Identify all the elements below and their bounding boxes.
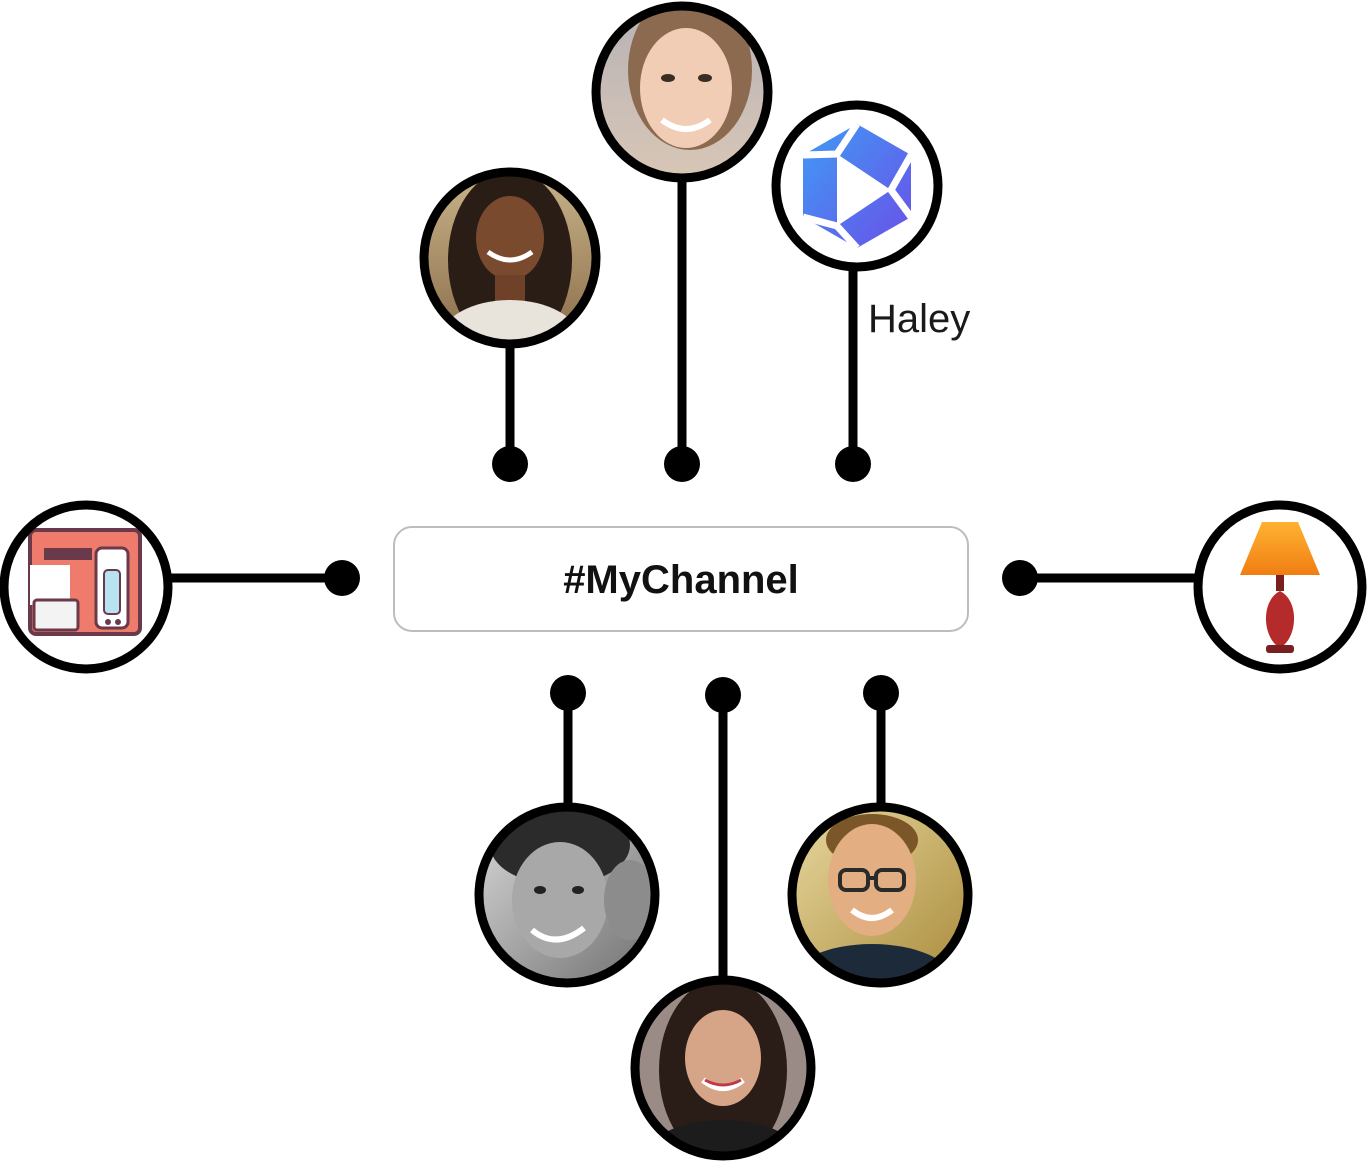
device-lamp[interactable]: [1193, 500, 1367, 674]
device-coffee-machine[interactable]: [0, 500, 173, 674]
coffee-machine-icon: [28, 528, 142, 636]
dot-man-bw: [550, 675, 586, 711]
dot-lamp: [1002, 560, 1038, 596]
connector-dots: [324, 446, 1038, 713]
lamp-icon: [1240, 522, 1320, 653]
channel-label: #MyChannel: [563, 558, 799, 602]
avatar-woman-braids[interactable]: [419, 167, 601, 380]
dot-man-glasses: [863, 675, 899, 711]
connectors: [168, 178, 1198, 980]
avatar-woman-top[interactable]: [591, 0, 773, 183]
avatar-bot-haley[interactable]: [771, 100, 943, 272]
dot-bot-haley: [835, 446, 871, 482]
avatar-woman-bottom[interactable]: [630, 975, 816, 1164]
bot-name-label: Haley: [868, 297, 970, 341]
avatar-man-glasses[interactable]: [787, 802, 973, 1016]
dot-woman-braids: [492, 446, 528, 482]
avatar-man-bw[interactable]: [474, 802, 660, 988]
dot-woman-bottom: [705, 677, 741, 713]
channel-box[interactable]: #MyChannel: [393, 526, 969, 632]
icosahedron-icon: [802, 122, 915, 251]
dot-woman-top: [664, 446, 700, 482]
dot-coffee-machine: [324, 560, 360, 596]
